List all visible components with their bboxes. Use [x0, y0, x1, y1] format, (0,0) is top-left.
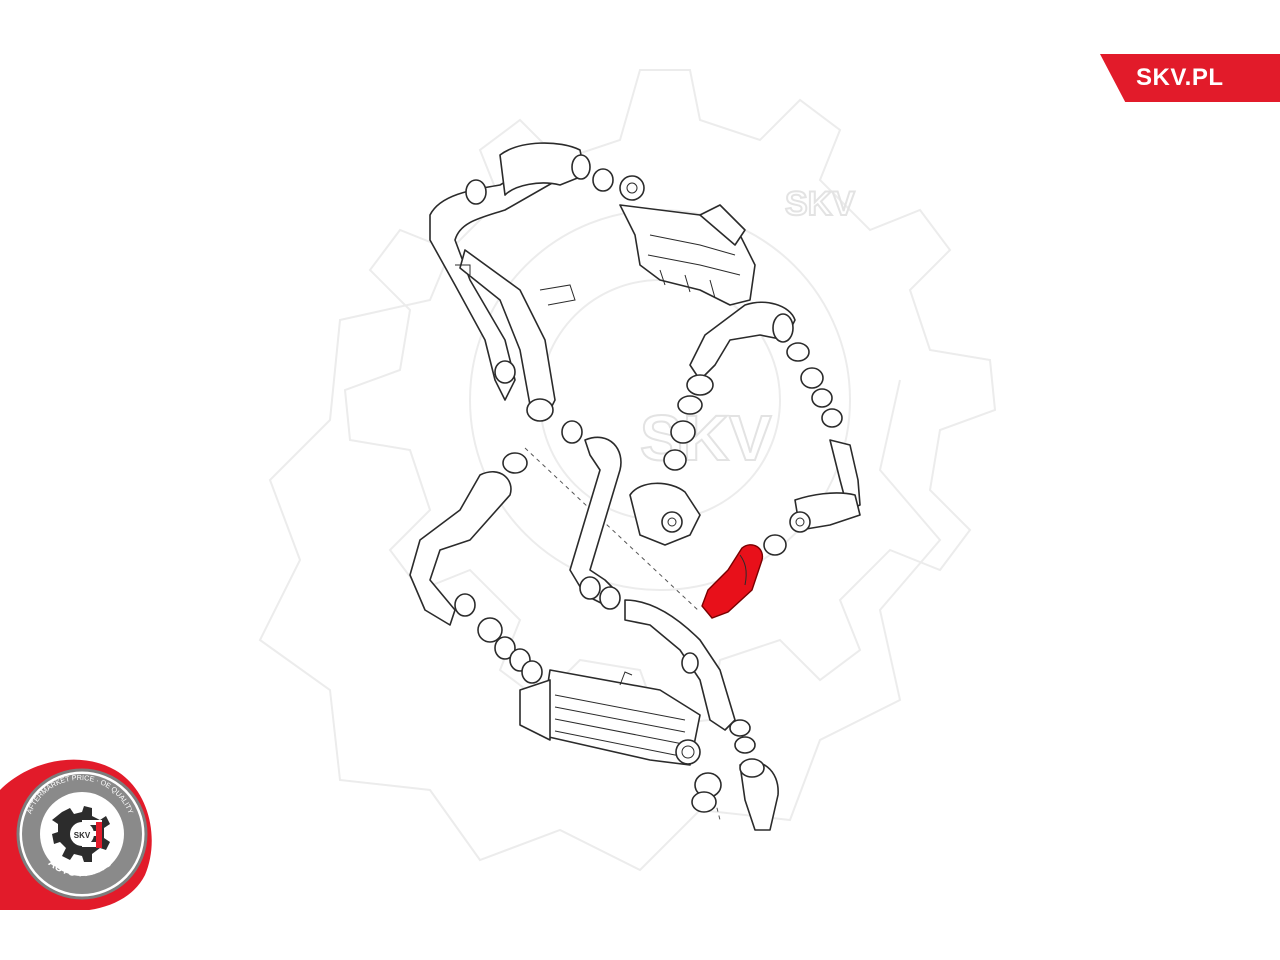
- right-upper-pipe: [689, 301, 861, 533]
- brand-label: SKV.PL: [1136, 64, 1224, 91]
- middle-s-pipe: [561, 420, 622, 610]
- bottom-elbow: [691, 758, 779, 831]
- ring-stack: [663, 374, 787, 556]
- manifold: [619, 175, 756, 306]
- watermark-text: SKV: [640, 402, 772, 474]
- stamp-accent-bar: [96, 822, 102, 848]
- brand-tab[interactable]: SKV.PL: [1100, 54, 1280, 102]
- intercooler: [519, 669, 701, 766]
- lower-long-pipe: [624, 599, 756, 754]
- watermark-text-small: SKV: [785, 185, 855, 223]
- quality-stamp-badge: AFTERMARKET PRICE · OE QUALITY AUTO PART…: [0, 759, 152, 910]
- highlighted-hose[interactable]: [701, 544, 764, 619]
- stamp-gear-icon: [52, 806, 110, 862]
- stamp-center-text: SKV: [74, 831, 91, 840]
- clamp-group: [465, 154, 614, 422]
- left-descending-pipe: [409, 452, 543, 684]
- watermark-outer-gear-icon: [258, 179, 942, 872]
- turbocharger: [629, 482, 701, 546]
